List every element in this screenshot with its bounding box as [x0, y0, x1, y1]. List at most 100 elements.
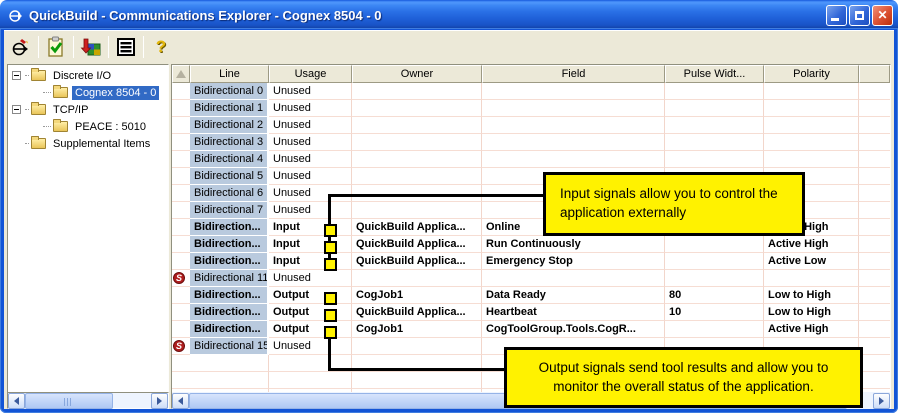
table-row[interactable]: S Bidirectional 2 Unused: [172, 117, 890, 134]
connection-wizard-icon: [12, 38, 28, 55]
table-row[interactable]: S Bidirectional 11 Unused: [172, 270, 890, 287]
table-row[interactable]: S Bidirection... Input QuickBuild Applic…: [172, 253, 890, 270]
sort-triangle-icon: [176, 70, 186, 78]
cell-field: Emergency Stop: [482, 253, 665, 270]
cell-polarity: [764, 100, 859, 117]
cell-filler: [859, 321, 890, 338]
list-view-icon: [117, 37, 135, 56]
scroll-thumb[interactable]: [25, 392, 113, 409]
arrow-right-icon: [879, 396, 884, 405]
cell-filler: [859, 168, 890, 185]
cell-field: CogToolGroup.Tools.CogR...: [482, 321, 665, 338]
scroll-left-button[interactable]: [172, 392, 189, 409]
callout-text: Input signals allow you to control the a…: [560, 186, 778, 220]
cell-line: Bidirectional 6: [190, 185, 269, 202]
import-button[interactable]: [78, 34, 104, 60]
tree-item-label: Supplemental Items: [53, 137, 151, 150]
header-polarity[interactable]: Polarity: [764, 65, 859, 83]
scroll-left-button[interactable]: [8, 392, 25, 409]
cell-usage: Unused: [269, 83, 352, 100]
cell-line: Bidirection...: [190, 304, 269, 321]
cell-owner: [352, 83, 482, 100]
validate-button[interactable]: [43, 34, 69, 60]
table-row[interactable]: S Bidirection... Output QuickBuild Appli…: [172, 304, 890, 321]
cell-usage: Unused: [269, 185, 352, 202]
row-status-cell: S: [172, 355, 190, 372]
header-pulse-width[interactable]: Pulse Widt...: [665, 65, 764, 83]
cell-usage: Unused: [269, 151, 352, 168]
tree-expander-icon[interactable]: [12, 71, 21, 80]
minimize-button[interactable]: [826, 4, 847, 26]
tree-expander-icon[interactable]: [12, 105, 21, 114]
table-row[interactable]: S Bidirectional 7 Unused: [172, 202, 890, 219]
row-status-cell: S: [172, 83, 190, 100]
close-button[interactable]: ✕: [872, 4, 893, 26]
tree-item[interactable]: Discrete I/O: [8, 67, 168, 84]
cell-field: Heartbeat: [482, 304, 665, 321]
minimize-icon: [831, 17, 839, 21]
list-view-button[interactable]: [113, 34, 139, 60]
title-bar[interactable]: QuickBuild - Communications Explorer - C…: [0, 0, 898, 30]
close-icon: ✕: [877, 8, 888, 22]
cell-filler: [859, 287, 890, 304]
table-row[interactable]: S Bidirection... Output CogJob1 Data Rea…: [172, 287, 890, 304]
callout-node: [324, 224, 337, 237]
table-row[interactable]: S Bidirectional 0 Unused: [172, 83, 890, 100]
client-area: ? Discrete I/O Cognex 8504 - 0 TCP/IP PE…: [4, 30, 894, 409]
cell-pulse-width: [665, 253, 764, 270]
header-usage[interactable]: Usage: [269, 65, 352, 83]
tree-item[interactable]: PEACE : 5010: [8, 118, 168, 135]
cell-owner: [352, 338, 482, 355]
scroll-right-button[interactable]: [873, 392, 890, 409]
tree-item[interactable]: Cognex 8504 - 0: [8, 84, 168, 101]
cell-polarity: Active High: [764, 236, 859, 253]
maximize-button[interactable]: [849, 4, 870, 26]
cell-filler: [859, 83, 890, 100]
cell-polarity: [764, 151, 859, 168]
folder-icon: [31, 68, 46, 81]
table-row[interactable]: S Bidirectional 1 Unused: [172, 100, 890, 117]
cell-owner: QuickBuild Applica...: [352, 304, 482, 321]
cell-line: Bidirectional 0: [190, 83, 269, 100]
tree-connector: [25, 109, 29, 110]
cell-line: Bidirection...: [190, 236, 269, 253]
cell-owner: [352, 202, 482, 219]
table-row[interactable]: S Bidirection... Output CogJob1 CogToolG…: [172, 321, 890, 338]
scroll-right-button[interactable]: [151, 392, 168, 409]
cell-filler: [859, 372, 890, 389]
cell-filler: [859, 202, 890, 219]
cell-usage: [269, 355, 352, 372]
cell-line: Bidirection...: [190, 321, 269, 338]
table-row[interactable]: S Bidirectional 3 Unused: [172, 134, 890, 151]
cell-filler: [859, 117, 890, 134]
row-status-cell: S: [172, 253, 190, 270]
header-line[interactable]: Line: [190, 65, 269, 83]
cell-owner: [352, 372, 482, 389]
tree-item[interactable]: Supplemental Items: [8, 135, 168, 152]
tree-hscrollbar[interactable]: [7, 392, 169, 409]
connection-wizard-button[interactable]: [8, 34, 34, 60]
cell-line: Bidirectional 11: [190, 270, 269, 287]
table-row[interactable]: S Bidirection... Input QuickBuild Applic…: [172, 236, 890, 253]
tree-panel: Discrete I/O Cognex 8504 - 0 TCP/IP PEAC…: [7, 64, 169, 409]
header-owner[interactable]: Owner: [352, 65, 482, 83]
cell-line: Bidirection...: [190, 219, 269, 236]
row-status-cell: S: [172, 168, 190, 185]
cell-polarity: [764, 83, 859, 100]
tree-item[interactable]: TCP/IP: [8, 101, 168, 118]
header-sort-cell[interactable]: [172, 65, 190, 83]
folder-icon: [53, 85, 68, 98]
row-status-cell: S: [172, 202, 190, 219]
cell-line: Bidirection...: [190, 253, 269, 270]
cell-polarity: [764, 270, 859, 287]
cell-line: [190, 389, 269, 393]
table-row[interactable]: S Bidirectional 4 Unused: [172, 151, 890, 168]
cell-usage: Input: [269, 219, 352, 236]
row-status-cell: S: [172, 287, 190, 304]
folder-icon: [31, 136, 46, 149]
cell-usage: Output: [269, 304, 352, 321]
row-status-cell: S: [172, 100, 190, 117]
help-button[interactable]: ?: [148, 34, 174, 60]
cell-line: [190, 372, 269, 389]
header-field[interactable]: Field: [482, 65, 665, 83]
